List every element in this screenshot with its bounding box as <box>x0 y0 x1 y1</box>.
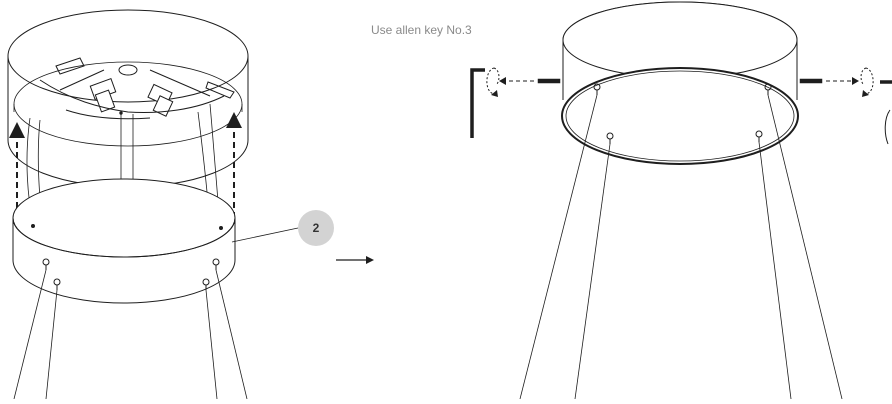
assembled-lamp <box>519 1 843 400</box>
guide-arrows <box>9 112 242 218</box>
allen-key-icon <box>470 68 485 138</box>
side-screw-left <box>499 77 561 85</box>
callout-number: 2 <box>313 221 320 235</box>
ceiling-base <box>7 9 249 227</box>
mounting-bracket <box>39 57 235 120</box>
rotation-arrow-icon <box>860 67 874 97</box>
instruction-text: Use allen key No.3 <box>371 23 472 37</box>
allen-key-tip <box>884 109 891 145</box>
callout: 2 <box>231 210 334 246</box>
side-screw-right <box>799 77 859 85</box>
hanging-cables-right <box>519 94 843 400</box>
rotation-arrow-icon <box>486 67 500 97</box>
right-arrow-icon <box>336 256 374 264</box>
hanging-cables <box>13 269 248 400</box>
cable-gripper <box>42 258 220 290</box>
cable-gripper-right <box>593 83 772 144</box>
lamp-ring <box>12 178 248 400</box>
